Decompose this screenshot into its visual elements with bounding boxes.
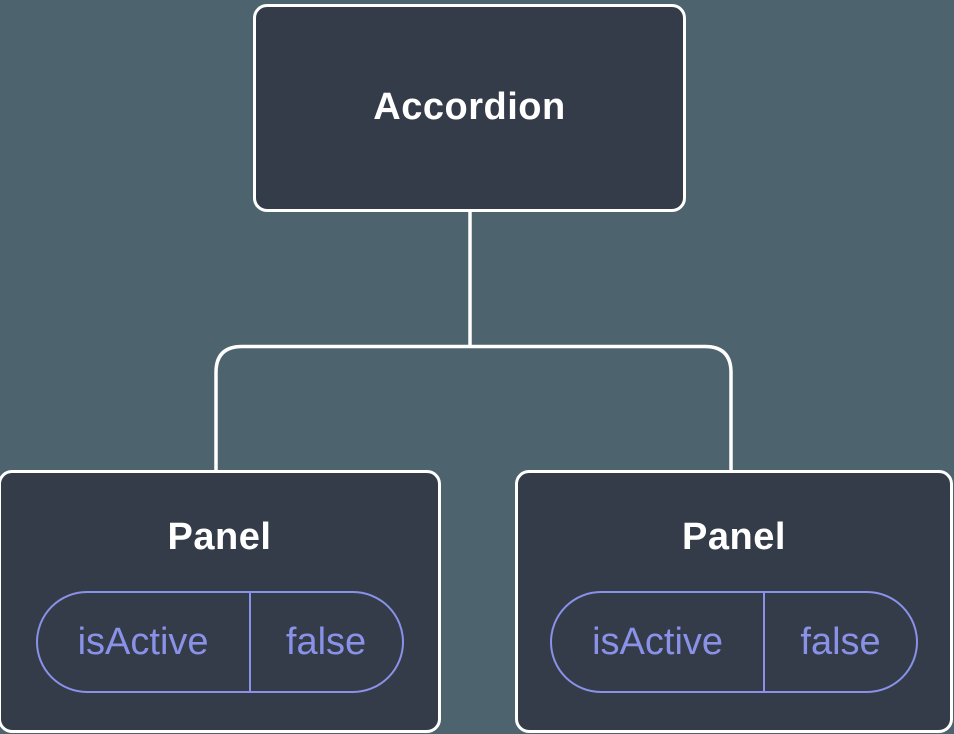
state-key-label: isActive bbox=[38, 593, 251, 691]
state-pill: isActive false bbox=[35, 591, 404, 693]
connector-branches bbox=[214, 344, 733, 471]
state-key-label: isActive bbox=[552, 593, 766, 691]
accordion-node-label: Accordion bbox=[373, 86, 566, 129]
state-pill: isActive false bbox=[550, 591, 918, 693]
panel-node-label: Panel bbox=[682, 516, 786, 558]
panel-node-right: Panel isActive false bbox=[515, 470, 953, 733]
panel-node-label: Panel bbox=[167, 516, 272, 558]
panel-node-left: Panel isActive false bbox=[0, 470, 441, 733]
accordion-node: Accordion bbox=[253, 4, 686, 212]
state-value-label: false bbox=[285, 621, 367, 663]
state-value-label: false bbox=[800, 621, 881, 663]
